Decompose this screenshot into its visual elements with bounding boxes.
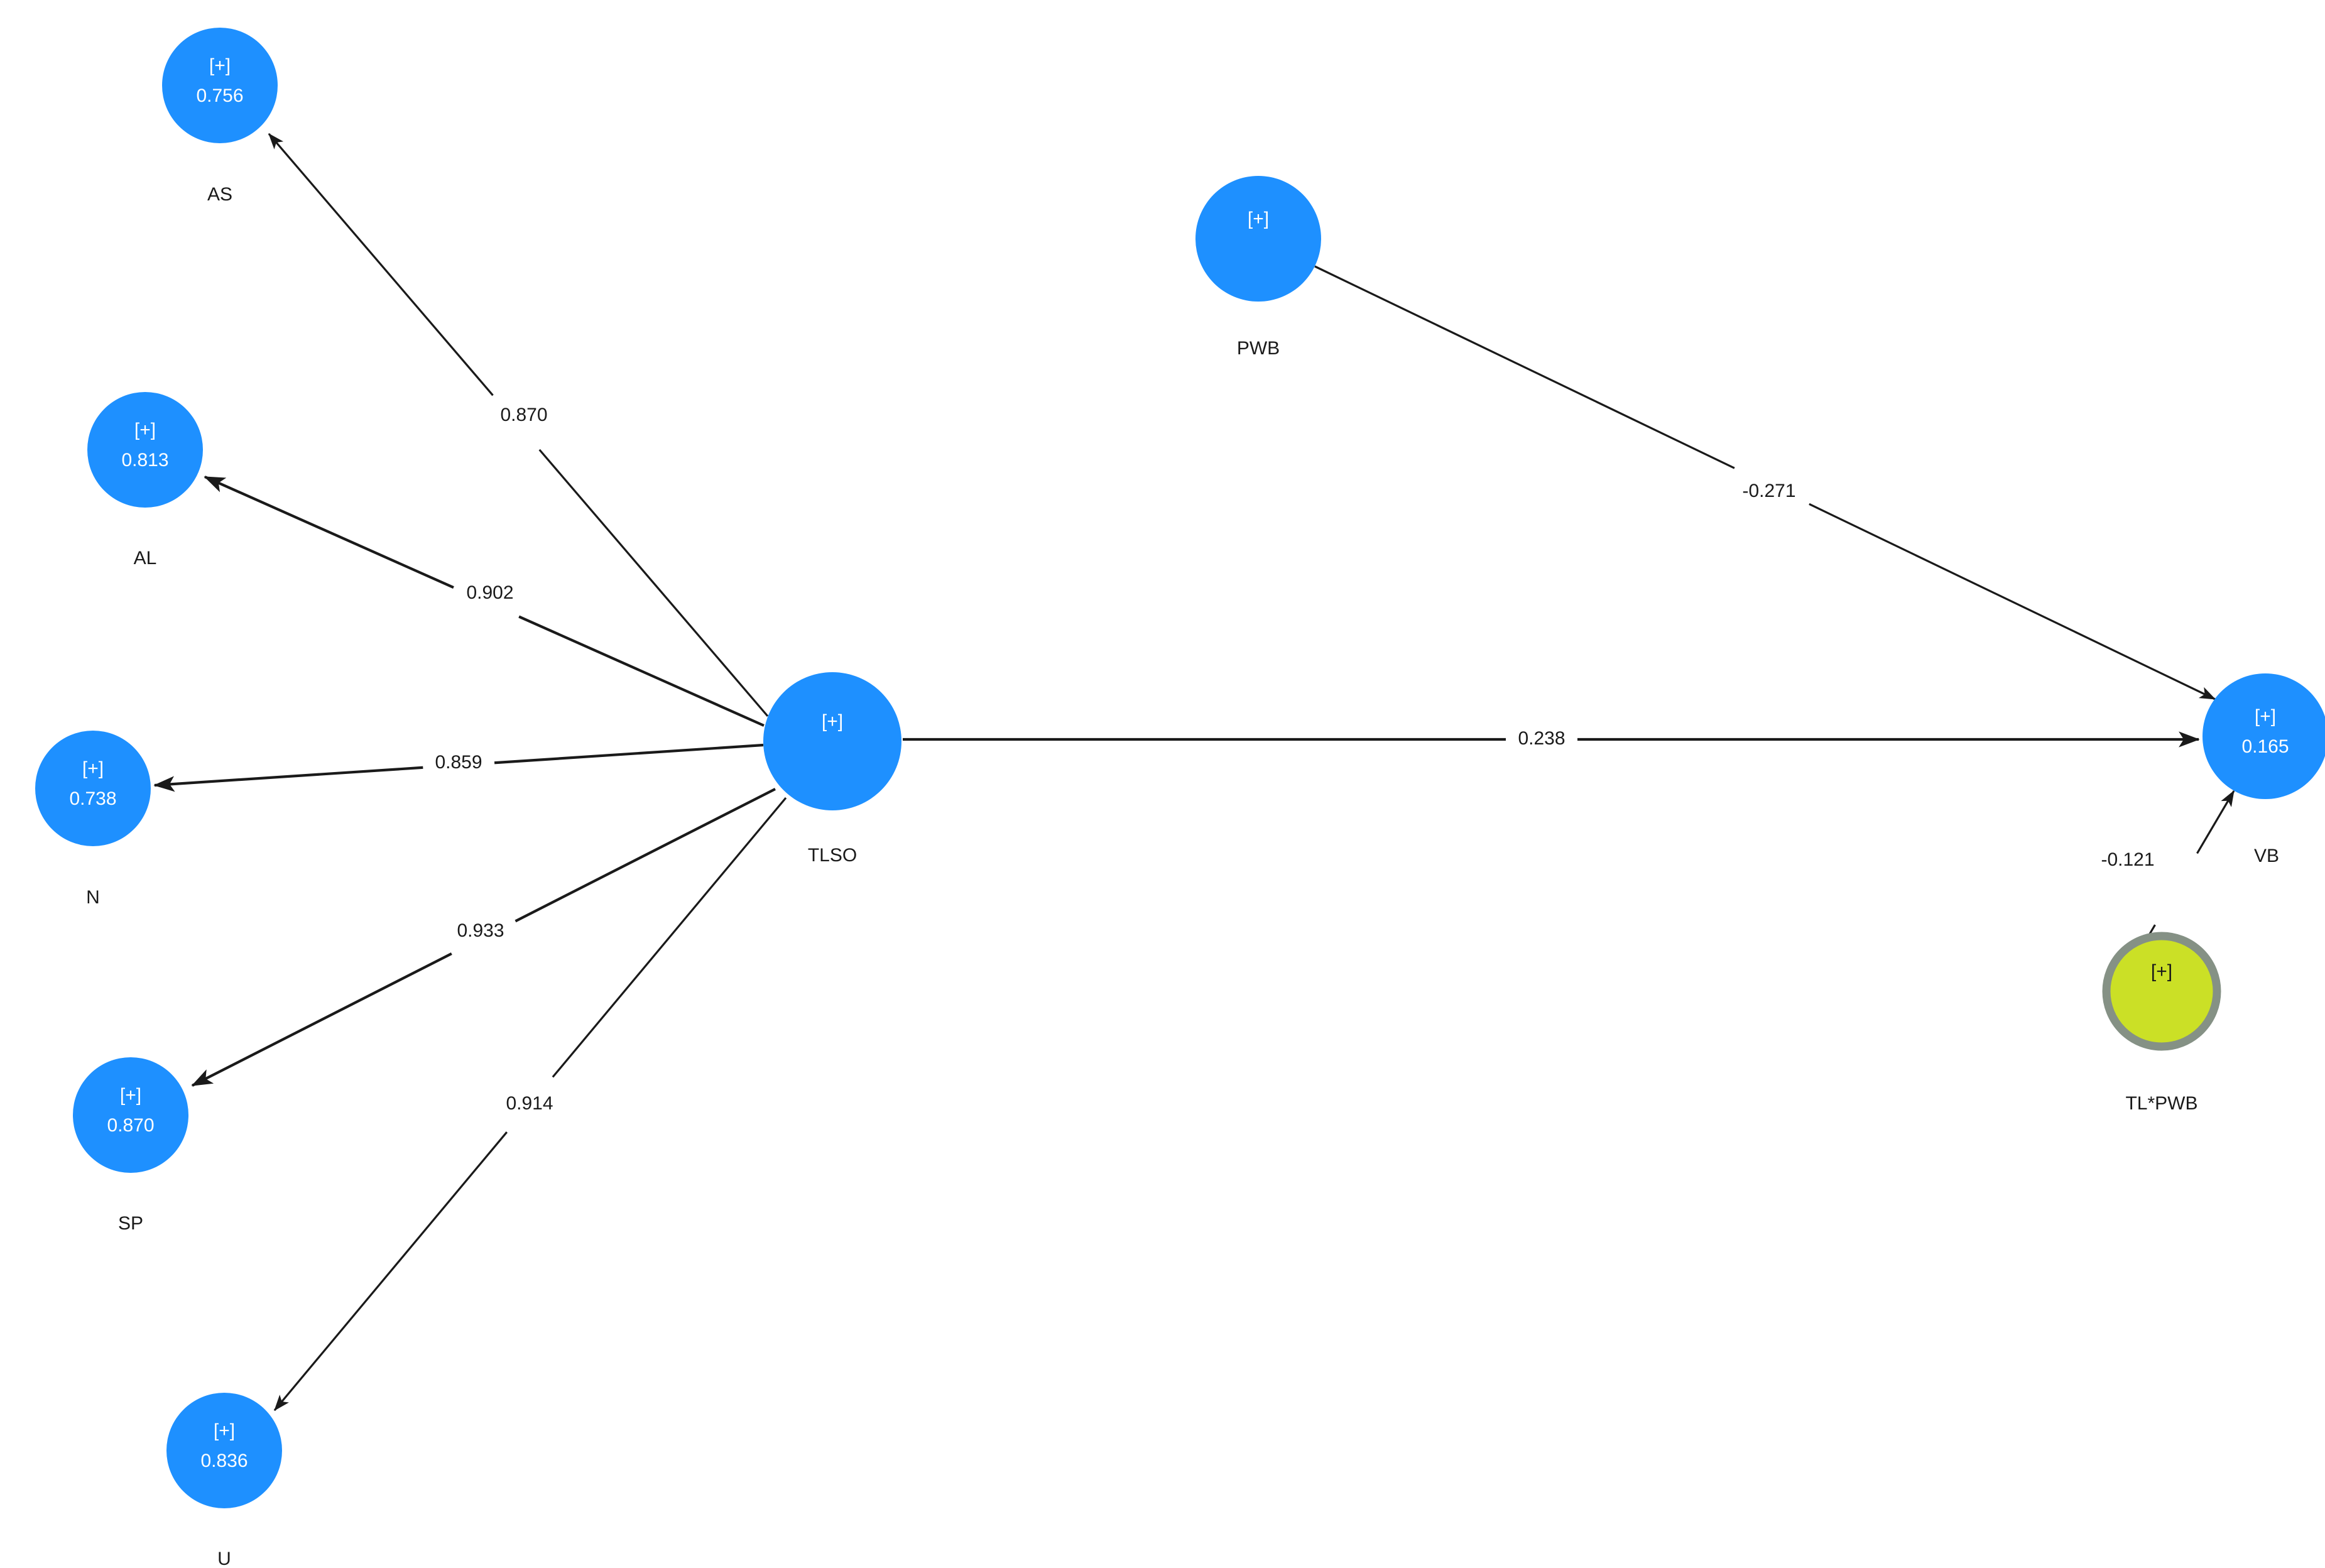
- edge-label-text: 0.902: [466, 582, 513, 603]
- node-caption-AS: AS: [207, 184, 232, 205]
- edge-segment-arrow: [273, 1131, 508, 1412]
- node-r2-value: 0.870: [107, 1115, 154, 1136]
- node-sign-label: [+]: [2151, 961, 2172, 982]
- node-caption-TLPWB: TL*PWB: [2125, 1093, 2197, 1114]
- edge-segment-arrow: [1809, 503, 2216, 700]
- construct-node-circle[interactable]: [1195, 176, 1321, 302]
- edge-TLSO-N[interactable]: [153, 743, 764, 792]
- edge-label-text: -0.271: [1742, 481, 1795, 501]
- nodes-layer: [+]0.756AS[+]0.813AL[+]0.738N[+]0.870SP[…: [35, 28, 2325, 1568]
- node-TLSO[interactable]: [+] TLSO: [763, 672, 901, 866]
- edge-PWB-VB[interactable]: [1314, 265, 2216, 700]
- edge-segment: [552, 797, 787, 1078]
- node-r2-value: 0.756: [196, 85, 243, 106]
- node-PWB[interactable]: [+] PWB: [1195, 176, 1321, 359]
- svg-text:0.902: 0.902: [466, 582, 513, 603]
- node-TLPWB[interactable]: [+] TL*PWB: [2102, 932, 2221, 1114]
- node-r2-value: 0.165: [2241, 736, 2289, 757]
- construct-node-circle[interactable]: [162, 28, 278, 143]
- svg-text:0.933: 0.933: [457, 920, 504, 941]
- construct-node-circle[interactable]: [2202, 673, 2325, 799]
- svg-text:0.914: 0.914: [506, 1093, 553, 1114]
- edge-label-text: 0.859: [435, 752, 482, 773]
- edge-TLSO-U[interactable]: [273, 797, 787, 1412]
- node-caption-N: N: [86, 887, 100, 908]
- construct-node-circle[interactable]: [166, 1393, 282, 1508]
- node-caption-U: U: [217, 1549, 231, 1568]
- svg-text:-0.121: -0.121: [2101, 849, 2154, 870]
- edge-segment-arrow: [204, 476, 454, 589]
- node-sign-label: [+]: [82, 758, 104, 779]
- node-caption-PWB: PWB: [1237, 338, 1280, 359]
- edge-TLPWB-VB[interactable]: [2147, 790, 2235, 937]
- edge-label-text: 0.870: [500, 405, 547, 425]
- edge-label-text: 0.933: [457, 920, 504, 941]
- node-caption-AL: AL: [134, 548, 157, 569]
- edge-label-text: -0.121: [2101, 849, 2154, 870]
- edge-segment: [538, 449, 769, 717]
- construct-node-circle[interactable]: [73, 1057, 188, 1173]
- edge-TLSO-AS[interactable]: [268, 133, 769, 717]
- edge-segment-arrow: [191, 952, 452, 1087]
- node-sign-label: [+]: [822, 711, 843, 732]
- node-sign-label: [+]: [214, 1420, 235, 1441]
- svg-text:0.859: 0.859: [435, 752, 482, 773]
- node-sign-label: [+]: [134, 420, 156, 440]
- construct-node-circle[interactable]: [35, 731, 151, 846]
- svg-text:0.238: 0.238: [1518, 728, 1565, 749]
- svg-text:-0.271: -0.271: [1742, 481, 1795, 501]
- node-r2-value: 0.813: [121, 450, 168, 471]
- node-caption-TLSO: TLSO: [808, 845, 857, 866]
- node-sign-label: [+]: [120, 1085, 141, 1106]
- construct-node-circle[interactable]: [763, 672, 901, 810]
- edge-label-PWB-VB: -0.271-0.271: [1739, 477, 1799, 504]
- svg-text:0.870: 0.870: [500, 405, 547, 425]
- construct-node-circle[interactable]: [87, 392, 203, 508]
- node-caption-VB: VB: [2254, 846, 2279, 866]
- edge-label-text: 0.238: [1518, 728, 1565, 749]
- edge-label-TLPWB-VB: -0.121-0.121: [2098, 846, 2157, 873]
- node-caption-SP: SP: [118, 1213, 143, 1234]
- node-sign-label: [+]: [2255, 706, 2276, 727]
- edge-label-text: 0.914: [506, 1093, 553, 1114]
- edge-segment: [515, 788, 776, 923]
- edge-segment: [494, 743, 764, 765]
- edge-TLSO-SP[interactable]: [191, 788, 776, 1087]
- edge-segment: [1314, 265, 1735, 469]
- moderator-node-circle[interactable]: [2102, 932, 2221, 1051]
- node-r2-value: 0.738: [69, 788, 116, 809]
- edge-TLSO-AL[interactable]: [204, 476, 765, 727]
- edge-segment: [518, 615, 765, 727]
- edge-segment-arrow: [2196, 790, 2235, 854]
- node-sign-label: [+]: [1248, 209, 1269, 229]
- edge-segment-arrow: [153, 766, 423, 792]
- node-sign-label: [+]: [209, 55, 231, 76]
- edge-segment-arrow: [268, 133, 494, 396]
- edges-layer: [153, 133, 2235, 1412]
- node-r2-value: 0.836: [200, 1451, 248, 1471]
